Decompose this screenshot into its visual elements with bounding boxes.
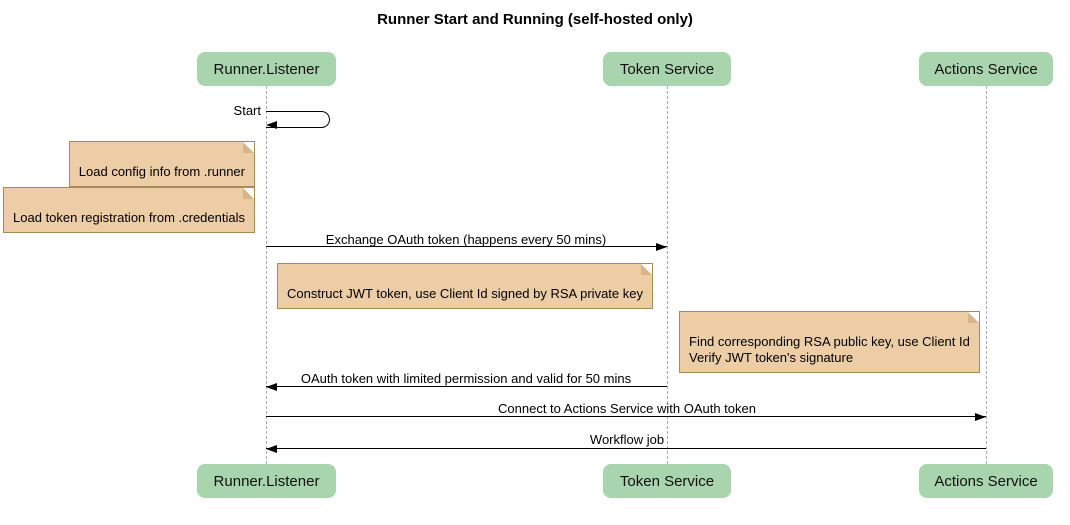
arrowhead-left-icon <box>266 121 277 129</box>
note-text: Load token registration from .credential… <box>13 210 245 225</box>
note-text: Load config info from .runner <box>78 164 245 179</box>
note-load-config: Load config info from .runner <box>68 141 255 187</box>
arrowhead-right-icon <box>975 413 986 421</box>
self-message-loop <box>266 111 330 128</box>
note-fold-icon <box>967 312 979 323</box>
participant-actions-service-bottom: Actions Service <box>919 464 1053 498</box>
message-line <box>266 448 986 449</box>
note-text: Construct JWT token, use Client Id signe… <box>287 286 643 301</box>
note-fold-icon <box>640 264 652 275</box>
message-label-exchange-oauth: Exchange OAuth token (happens every 50 m… <box>325 232 607 247</box>
note-verify-jwt: Find corresponding RSA public key, use C… <box>679 311 980 373</box>
participant-runner-listener-bottom: Runner.Listener <box>197 464 336 498</box>
arrowhead-left-icon <box>266 383 277 391</box>
participant-token-service-top: Token Service <box>603 52 731 86</box>
message-line <box>266 246 667 247</box>
lifeline-actions-service <box>986 86 987 464</box>
participant-actions-service-top: Actions Service <box>919 52 1053 86</box>
message-label-workflow-job: Workflow job <box>589 432 665 447</box>
note-fold-icon <box>243 142 254 153</box>
participant-token-service-bottom: Token Service <box>603 464 731 498</box>
message-line <box>266 416 986 417</box>
arrowhead-right-icon <box>656 243 667 251</box>
message-label-connect-actions: Connect to Actions Service with OAuth to… <box>498 401 756 416</box>
message-label-start: Start <box>233 103 261 118</box>
diagram-title: Runner Start and Running (self-hosted on… <box>377 11 693 28</box>
participant-runner-listener-top: Runner.Listener <box>197 52 336 86</box>
note-load-token-registration: Load token registration from .credential… <box>3 187 255 233</box>
note-construct-jwt: Construct JWT token, use Client Id signe… <box>277 263 653 309</box>
note-text: Find corresponding RSA public key, use C… <box>689 334 970 365</box>
message-label-oauth-return: OAuth token with limited permission and … <box>300 371 632 386</box>
lifeline-token-service <box>667 86 668 464</box>
arrowhead-left-icon <box>266 445 277 453</box>
message-line <box>266 386 667 387</box>
note-fold-icon <box>243 188 254 199</box>
lifeline-runner-listener <box>266 86 267 464</box>
